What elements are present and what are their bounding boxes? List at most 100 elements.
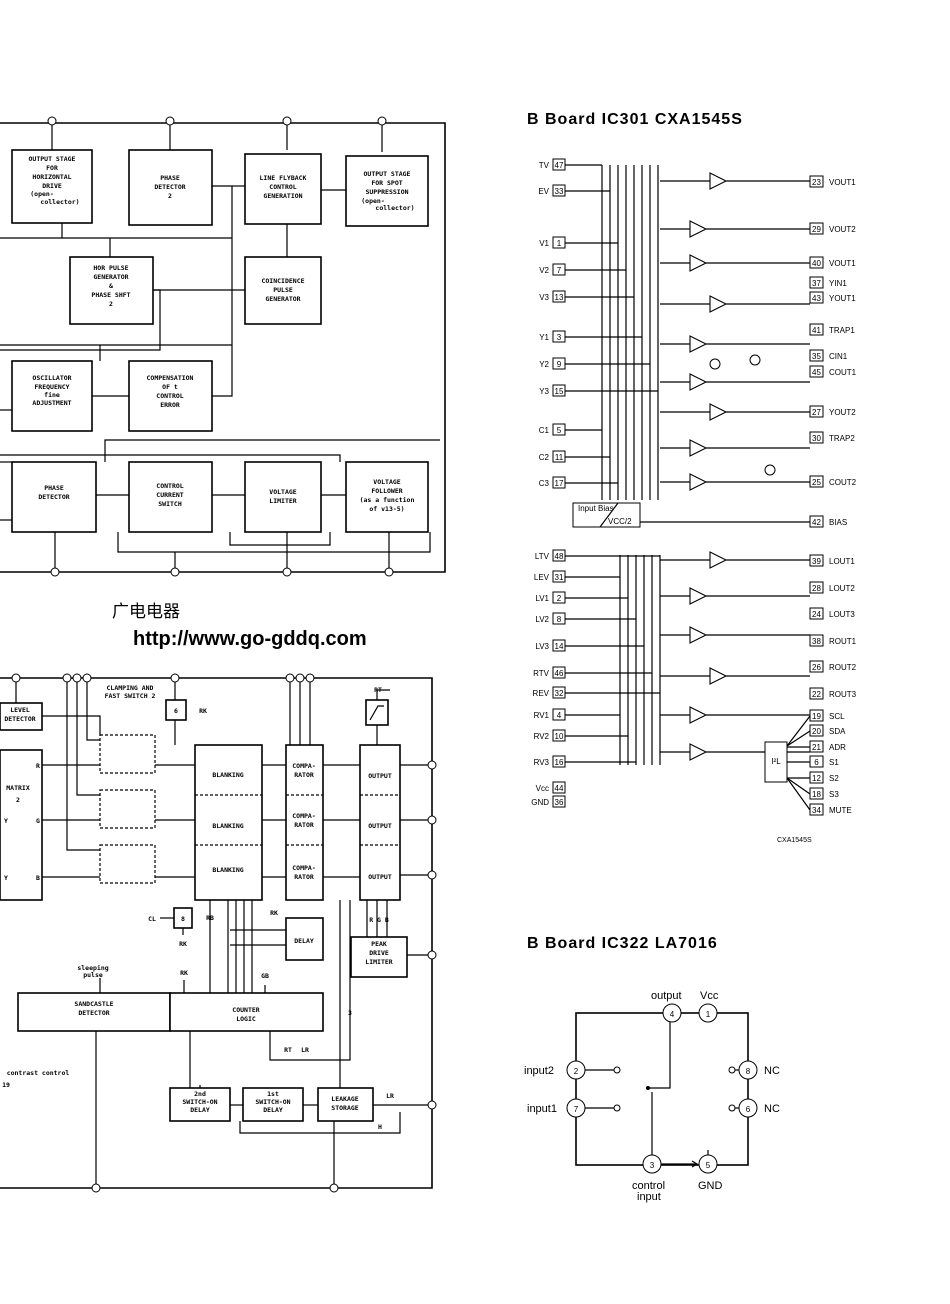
ic301-output-yout1-43-label: YOUT1 (829, 294, 856, 303)
ic301-bus-s3-label: S3 (829, 790, 839, 799)
ic301-input-y2-label: Y2 (539, 360, 549, 369)
ic301-output-lout1-39-pin-number: 39 (812, 557, 821, 566)
ic301-input-rev-pin-number: 32 (555, 689, 564, 698)
ic301-input-v3-label: V3 (539, 293, 549, 302)
matrix-2-block (0, 749, 43, 901)
watermark-cn: 广电电器 (112, 602, 180, 622)
ic301-amplifier (689, 373, 708, 391)
svg-text:LR: LR (301, 1046, 309, 1054)
svg-text:19: 19 (2, 1081, 10, 1089)
ic301-bus-s3-wire (786, 777, 811, 795)
ic301-output-rout2-26-label: ROUT2 (829, 663, 857, 672)
ic301-input-ev-pin-number: 33 (555, 187, 564, 196)
ic301-input-c3-pin-number: 17 (555, 479, 564, 488)
ic301-amplifier (689, 706, 708, 724)
ic301-input-lv3-pin-number: 14 (555, 642, 564, 651)
ic301-input-v1-label: V1 (539, 239, 549, 248)
ic301-output-cout1-45-pin (809, 365, 824, 378)
ic301-output-lout3-24-pin-number: 24 (812, 610, 821, 619)
ic301-input-rv2-label: RV2 (534, 732, 550, 741)
output-block (359, 744, 401, 901)
ic301-bus-s2-label: S2 (829, 774, 839, 783)
svg-text:COMPA-RATOR: COMPA-RATOR (292, 812, 315, 829)
ic301-input-ltv-label: LTV (535, 552, 550, 561)
ic322-label-nc6: NC (764, 1103, 780, 1115)
ic301-input-ev-label: EV (538, 187, 549, 196)
sandcastle-detector-block (17, 992, 171, 1032)
ic301-input-rv3-pin-number: 16 (555, 758, 564, 767)
ic301-amplifier (709, 295, 728, 313)
svg-text:B: B (36, 874, 40, 882)
ic301-bus-sda-pin-number: 20 (812, 727, 821, 736)
ic301-bias-divider (599, 502, 619, 528)
ic301-input-c2-pin-number: 11 (555, 453, 564, 462)
ic301-adder (749, 354, 761, 366)
ic301-output-trap1-41-pin (809, 323, 824, 336)
ic301-amplifier (689, 254, 708, 272)
ic301-output-yout2-27-label: YOUT2 (829, 408, 856, 417)
ic301-bus-s1-label: S1 (829, 758, 839, 767)
svg-text:RB: RB (206, 914, 214, 922)
svg-text:LR: LR (386, 1092, 394, 1100)
svg-text:8: 8 (181, 915, 185, 923)
ic301-bus-sda-pin (809, 724, 824, 737)
ic301-input-lv2-label: LV2 (535, 615, 549, 624)
oscillator-frequency-adjustment-block (11, 360, 93, 432)
ic301-input-lv2-pin-number: 8 (557, 615, 562, 624)
counter-logic-block (169, 992, 324, 1032)
control-current-switch-block (128, 461, 213, 533)
ic301-output-rout2-26-pin-number: 26 (812, 663, 821, 672)
ic301-amplifier (689, 626, 708, 644)
ic301-input-gnd-pin (552, 795, 566, 808)
ic322-schematic: 4 1 2 7 8 6 3 5 output Vcc input2 input1… (524, 990, 780, 1203)
ic301-input-lev-pin-number: 31 (555, 573, 564, 582)
coincidence-pulse-generator-block (244, 256, 322, 325)
svg-text:BLANKING: BLANKING (212, 866, 243, 874)
ic301-amplifier (689, 439, 708, 457)
ic301-input-c1-pin-number: 5 (557, 426, 562, 435)
ic322-pin-6: 6 (746, 1105, 751, 1114)
ic301-input-y2-pin-number: 9 (557, 360, 562, 369)
svg-text:RK: RK (270, 909, 278, 917)
ic301-output-vout1-23-label: VOUT1 (829, 178, 856, 187)
ic322-pin-4: 4 (670, 1010, 675, 1019)
phase-detector-2-block (128, 149, 213, 226)
ic301-output-rout1-38-pin-number: 38 (812, 637, 821, 646)
ic301-output-cin1-35-pin (809, 349, 824, 362)
second-switch-on-delay-block (169, 1087, 231, 1122)
ic301-input-gnd-label: GND (531, 798, 549, 807)
ic322-pin-1: 1 (706, 1010, 711, 1019)
ic301-input-rv2-pin-number: 10 (555, 732, 564, 741)
ic301-input-y1-pin-number: 3 (557, 333, 562, 342)
svg-text:6: 6 (174, 707, 178, 715)
output-stage-spot-suppression-block (345, 155, 429, 227)
ic301-output-cout1-45-label: COUT1 (829, 368, 857, 377)
ic301-input-ltv-pin-number: 48 (555, 552, 564, 561)
clamp-6-block (165, 699, 187, 721)
ic301-bus-sda-wire (786, 730, 811, 747)
ic301-output-trap2-30-pin (809, 431, 824, 444)
ic301-input-rv1-pin-number: 4 (557, 711, 562, 720)
ic301-i2l-label: I²L (771, 757, 781, 766)
ic301-bias-label: Input Bias (578, 504, 614, 513)
ic301-output-yin1-37-pin (809, 276, 824, 289)
svg-text:CL: CL (148, 915, 156, 923)
ic301-input-y3-pin-number: 15 (555, 387, 564, 396)
svg-text:3: 3 (348, 1009, 352, 1017)
ic301-caption: CXA1545S (777, 837, 812, 844)
ic322-label-input2: input2 (524, 1065, 554, 1077)
ic322-label-gnd: GND (698, 1180, 723, 1192)
ic322-pin-5: 5 (706, 1161, 711, 1170)
ic301-bus-s1-pin-number: 6 (814, 758, 819, 767)
ic301-output-vout1-40-label: VOUT1 (829, 259, 856, 268)
